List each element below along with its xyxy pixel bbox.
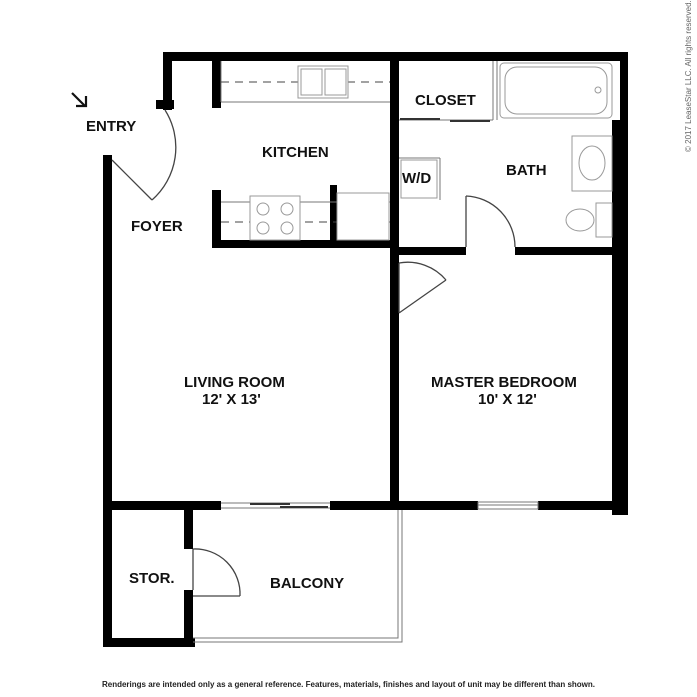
bath-label: BATH bbox=[506, 162, 547, 179]
master-bedroom-label: MASTER BEDROOM bbox=[431, 374, 577, 391]
closet-label: CLOSET bbox=[415, 92, 476, 109]
entry-label: ENTRY bbox=[86, 118, 136, 135]
living-room-size: 12' X 13' bbox=[202, 391, 261, 408]
doors bbox=[111, 109, 516, 597]
copyright-notice: © 2017 LeaseStar LLC. All rights reserve… bbox=[684, 0, 693, 152]
storage-label: STOR. bbox=[129, 570, 175, 587]
thin-lines bbox=[193, 61, 613, 643]
wd-label: W/D bbox=[402, 170, 431, 187]
foyer-label: FOYER bbox=[131, 218, 183, 235]
kitchen-label: KITCHEN bbox=[262, 144, 329, 161]
master-bedroom-size: 10' X 12' bbox=[478, 391, 537, 408]
walls bbox=[103, 52, 628, 647]
balcony-label: BALCONY bbox=[270, 575, 344, 592]
disclaimer-text: Renderings are intended only as a genera… bbox=[101, 680, 595, 689]
living-room-label: LIVING ROOM bbox=[184, 374, 285, 391]
arrow-down-right-icon bbox=[71, 92, 88, 108]
